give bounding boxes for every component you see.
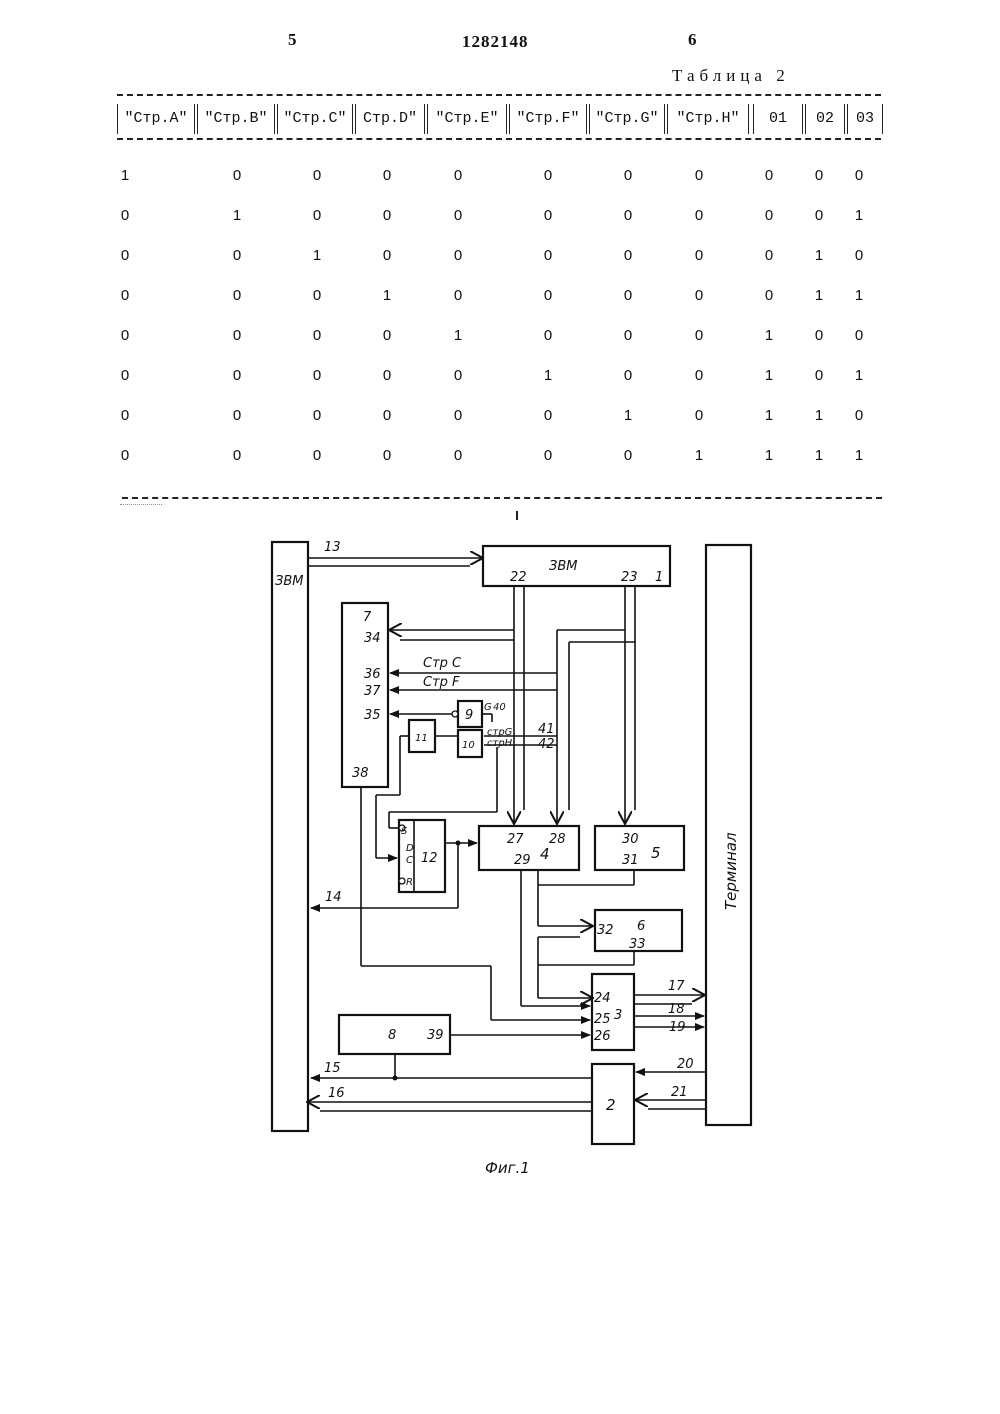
num-20: 20 (677, 1057, 694, 1072)
num-23: 23 (621, 570, 638, 585)
label-zvm-left: ЗВМ (275, 574, 303, 589)
num-24: 24 (594, 991, 611, 1006)
num-13: 13 (324, 540, 341, 555)
num-22: 22 (510, 570, 527, 585)
num-14: 14 (325, 890, 342, 905)
pin-r: R (406, 877, 413, 888)
num-11: 11 (415, 733, 428, 744)
num-19: 19 (669, 1020, 686, 1035)
num-5: 5 (651, 844, 661, 862)
label-terminal: Терминал (722, 832, 740, 910)
num-42: 42 (538, 737, 555, 752)
num-16: 16 (328, 1086, 345, 1101)
label-str-g: стрG (487, 727, 513, 738)
pin-s: S (401, 826, 408, 837)
num-28: 28 (549, 832, 566, 847)
num-36: 36 (364, 667, 381, 682)
pin-d: D (406, 843, 414, 854)
num-10: 10 (462, 740, 475, 751)
num-41: 41 (538, 722, 555, 737)
num-17: 17 (668, 979, 685, 994)
num-8: 8 (388, 1028, 396, 1043)
num-31: 31 (622, 853, 639, 868)
num-35: 35 (364, 708, 381, 723)
label-str-f: Стр F (423, 675, 460, 690)
num-40: 40 (493, 702, 506, 713)
num-18: 18 (668, 1002, 685, 1017)
num-7: 7 (363, 610, 372, 625)
label-zvm-block: ЗВМ (549, 559, 577, 574)
num-30: 30 (622, 832, 639, 847)
num-21: 21 (671, 1085, 688, 1100)
num-12: 12 (421, 851, 438, 866)
num-39: 39 (427, 1028, 444, 1043)
num-1: 1 (655, 570, 663, 585)
num-15: 15 (324, 1061, 341, 1076)
pin-c: C (406, 855, 413, 866)
num-27: 27 (507, 832, 524, 847)
num-37: 37 (364, 684, 381, 699)
num-25: 25 (594, 1012, 611, 1027)
num-26: 26 (594, 1029, 611, 1044)
num-33: 33 (629, 937, 646, 952)
label-str-c: Стр С (423, 656, 462, 671)
num-3: 3 (614, 1008, 622, 1023)
num-38: 38 (352, 766, 369, 781)
num-29: 29 (514, 853, 531, 868)
figure-caption: Фиг.1 (485, 1159, 530, 1177)
num-2: 2 (606, 1096, 616, 1114)
num-4: 4 (540, 845, 550, 863)
label-str-h: стрН (487, 738, 513, 749)
block-5 (595, 826, 684, 870)
computer-bus-left (272, 542, 308, 1131)
num-6: 6 (637, 919, 645, 934)
num-34: 34 (364, 631, 381, 646)
num-32: 32 (597, 923, 614, 938)
num-9: 9 (465, 708, 473, 723)
label-g: G (484, 702, 492, 713)
